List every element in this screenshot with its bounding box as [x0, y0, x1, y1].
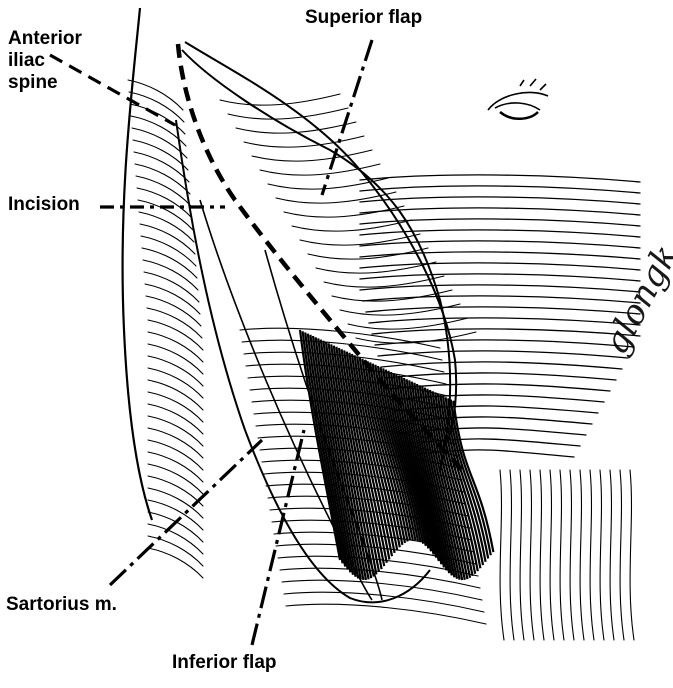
hatch-stroke [510, 470, 514, 640]
hatch-stroke [360, 230, 640, 237]
hatch-stroke [620, 470, 624, 640]
hatch-stroke [530, 470, 534, 640]
inferior-flap-label: Inferior flap [172, 652, 277, 674]
hatch-stroke [590, 470, 594, 640]
anterior-iliac-spine-label-line-1: Anterior [8, 28, 128, 50]
hatch-stroke [540, 470, 544, 640]
hatch-stroke [630, 470, 634, 640]
hatch-stroke [600, 470, 604, 640]
hatch-stroke [366, 307, 640, 314]
hatch-stroke [360, 274, 640, 281]
hatch-stroke [148, 548, 203, 578]
anterior-iliac-spine-label-line-3: spine [8, 72, 128, 94]
hatch-stroke [360, 241, 640, 248]
hatch-stroke [284, 206, 404, 217]
hatch-stroke [384, 373, 616, 380]
incision-label: Incision [8, 194, 80, 216]
femoral-region-shading [300, 330, 493, 580]
hatch-stroke [360, 197, 640, 204]
umbilicus [488, 79, 548, 119]
hatch-stroke [580, 470, 584, 640]
hatch-stroke [550, 470, 554, 640]
anterior-iliac-spine-label-line-2: iliac [8, 50, 128, 72]
hatch-stroke [369, 318, 640, 325]
hatch-stroke [360, 186, 640, 193]
hatch-stroke [520, 470, 524, 640]
hatch-stroke [244, 136, 364, 147]
hatch-stroke [570, 470, 574, 640]
hatch-stroke [560, 470, 564, 640]
hatch-stroke [360, 175, 640, 182]
hatch-stroke [228, 108, 348, 119]
hatch-stroke [381, 362, 622, 369]
hatch-stroke [300, 234, 420, 245]
hatch-stroke [500, 470, 504, 640]
muscle-hatching [128, 80, 640, 640]
hatch-stroke [610, 470, 614, 640]
hatch-stroke [148, 536, 203, 566]
anterior-iliac-spine-label: Anterior iliac spine [8, 28, 128, 94]
superior-flap-label: Superior flap [305, 7, 422, 29]
hatch-stroke [252, 150, 372, 161]
hatch-stroke [360, 252, 640, 259]
inferior-flap-outline [176, 120, 430, 602]
superior-flap-leader [322, 40, 372, 195]
hatch-stroke [360, 285, 640, 292]
sartorius-label: Sartorius m. [6, 594, 117, 616]
hatch-stroke [286, 604, 486, 624]
